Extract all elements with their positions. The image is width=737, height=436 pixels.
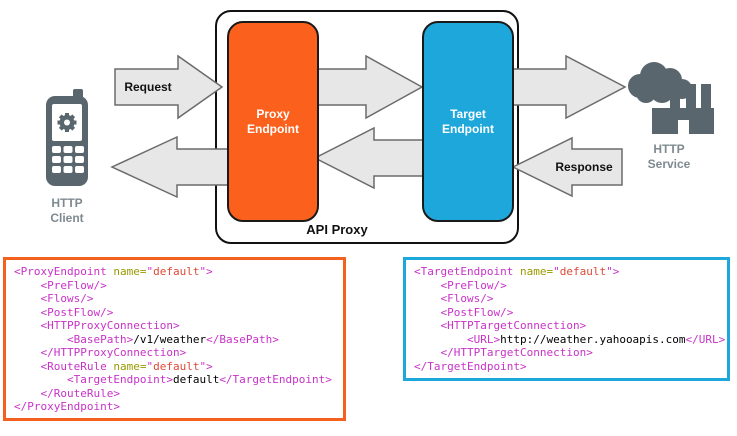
code-line: </HTTPProxyConnection> <box>40 346 187 359</box>
code-line: </RouteRule> <box>40 386 120 400</box>
proxy-endpoint-code-block: <ProxyEndpoint name="default"> <PreFlow/… <box>3 257 346 421</box>
target-endpoint-box: Target Endpoint <box>422 21 514 222</box>
code-line: <PreFlow/> <box>440 278 507 292</box>
code-line: <TargetEndpoint>default</TargetEndpoint> <box>66 373 332 386</box>
code-line: <TargetEndpoint name="default"> <box>414 265 620 278</box>
http-service-label: HTTP Service <box>647 142 691 171</box>
code-line: <PreFlow/> <box>40 278 107 292</box>
code-line: <Flows/> <box>440 292 494 305</box>
request-label: Request <box>124 80 172 94</box>
code-line: </HTTPTargetConnection> <box>440 346 593 359</box>
code-line: <ProxyEndpoint name="default"> <box>14 265 213 278</box>
api-proxy-label: API Proxy <box>306 222 368 237</box>
code-line: <HTTPProxyConnection> <box>40 319 180 332</box>
gear-icon <box>57 113 77 132</box>
code-line: <PostFlow/> <box>440 305 514 319</box>
http-client-label: HTTP Client <box>50 196 84 225</box>
phone-icon <box>46 89 88 186</box>
diagram-graphics <box>46 54 714 199</box>
proxy-endpoint-box: Proxy Endpoint <box>227 21 319 222</box>
keypad <box>52 146 84 173</box>
factory-icon <box>628 62 714 134</box>
code-line: <URL>http://weather.yahooapis.com</URL> <box>466 332 726 346</box>
response-from-service-arrow <box>511 136 623 198</box>
target-to-service-arrow <box>499 54 627 120</box>
code-line: </TargetEndpoint> <box>414 359 527 373</box>
code-line: </ProxyEndpoint> <box>14 400 120 413</box>
code-line: <PostFlow/> <box>40 305 114 319</box>
code-line: <HTTPTargetConnection> <box>440 319 587 332</box>
api-proxy-diagram: Proxy Endpoint Target Endpoint Request R… <box>46 10 714 244</box>
request-arrow <box>114 54 224 120</box>
code-line: <RouteRule name="default"> <box>40 359 213 373</box>
target-endpoint-code-block: <TargetEndpoint name="default"> <PreFlow… <box>403 257 730 381</box>
response-label: Response <box>555 160 613 174</box>
cloud-icon <box>628 62 692 103</box>
code-line: <Flows/> <box>40 292 94 305</box>
code-line: <BasePath>/v1/weather</BasePath> <box>66 332 279 346</box>
